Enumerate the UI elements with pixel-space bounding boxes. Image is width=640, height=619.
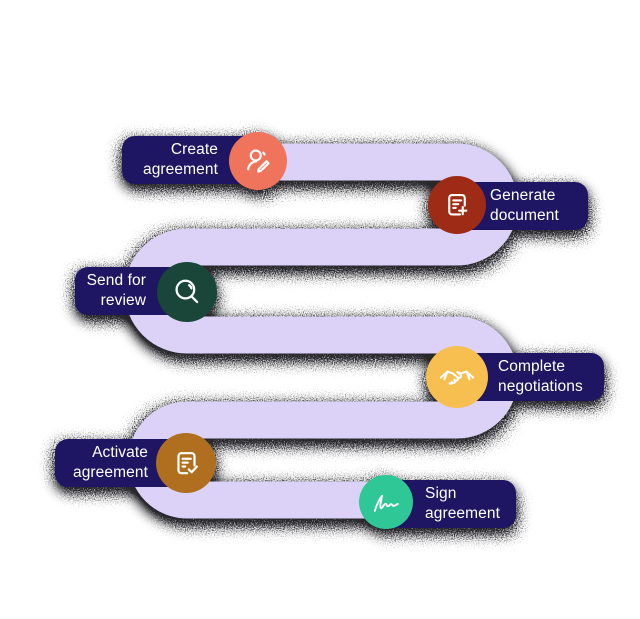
step-circle-complete-negotiations: [426, 346, 488, 408]
document-check-icon: [176, 451, 198, 474]
step-label-line: agreement: [142, 161, 218, 178]
step-label-line: Activate: [92, 444, 148, 461]
step-label-line: review: [100, 292, 146, 309]
magnifier-icon: [175, 279, 199, 304]
person-edit-icon: [247, 149, 270, 173]
step-circle-create-agreement: [229, 132, 287, 190]
document-add-icon: [448, 193, 468, 216]
step-circle-activate-agreement: [156, 433, 216, 493]
step-circle-sign-agreement: [359, 475, 413, 529]
signature-icon: [373, 494, 399, 512]
step-label-line: negotiations: [498, 378, 583, 395]
step-circle-send-for-review: [157, 262, 217, 322]
step-label-line: Create: [170, 141, 218, 158]
step-label-line: Generate: [490, 187, 556, 204]
step-label-line: agreement: [425, 505, 501, 522]
step-circle-generate-document: [428, 176, 486, 234]
handshake-icon: [439, 370, 475, 385]
step-label-line: document: [490, 207, 559, 224]
step-label-line: Complete: [498, 358, 566, 375]
step-label-line: agreement: [72, 464, 148, 481]
step-label-line: Sign: [425, 485, 457, 502]
step-label-line: Send for: [86, 272, 146, 289]
